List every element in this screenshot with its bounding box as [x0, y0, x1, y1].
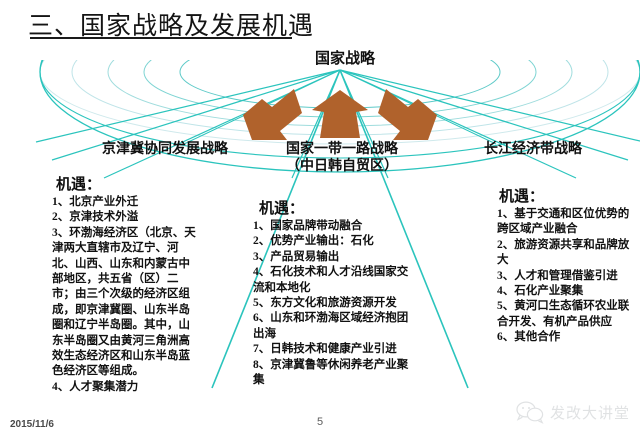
list-item: 5、东方文化和旅游资源开发 — [253, 297, 397, 310]
list-item: 3、环渤海经济区（北京、天津两大直辖市及辽宁、河北、山西、山东和内蒙古中部地区，… — [52, 226, 196, 378]
arrow-up-left — [243, 89, 302, 140]
branch-heading-changjiang: 长江经济带战略 — [443, 141, 623, 158]
branch-heading-yidaiyilu: 国家一带一路战略 （中日韩自贸区） — [252, 141, 432, 175]
column-jingjinji: 机遇： 1、北京产业外迁 2、京津技术外溢 3、环渤海经济区（北京、天津两大直辖… — [52, 176, 198, 395]
list-item: 1、国家品牌带动融合 — [253, 220, 363, 232]
arrow-up-center — [312, 90, 368, 138]
branch-heading-jingjinji: 京津冀协同发展战略 — [70, 141, 260, 158]
branch-title-changjiang: 长江经济带战略 — [484, 142, 582, 157]
list-item: 6、山东和环渤海区域经济抱团出海 — [253, 312, 409, 340]
watermark: 发改大讲堂 — [515, 400, 630, 424]
direction-arrows — [243, 89, 437, 140]
arrow-up-right — [378, 89, 437, 140]
column-heading-changjiang: 机遇： — [499, 189, 545, 205]
list-item: 3、产品贸易输出 — [253, 250, 340, 263]
slide-date: 2015/11/6 — [10, 419, 54, 430]
apex-label-national-strategy: 国家战略 — [314, 51, 375, 67]
list-item: 4、石化产业聚集 — [497, 285, 584, 298]
list-item: 2、旅游资源共享和品牌放大 — [497, 238, 630, 267]
list-item: 4、石化技术和人才沿线国家交流和本地化 — [253, 266, 409, 294]
list-item: 3、人才和管理借鉴引进 — [497, 269, 618, 282]
column-changjiang: 机遇： 1、基于交通和区位优势的跨区域产业融合 2、旅游资源共享和品牌放大 3、… — [497, 188, 639, 346]
list-item: 1、基于交通和区位优势的跨区域产业融合 — [497, 208, 630, 236]
opportunity-list-jingjinji: 1、北京产业外迁 2、京津技术外溢 3、环渤海经济区（北京、天津两大直辖市及辽宁… — [52, 195, 198, 395]
wechat-icon — [516, 401, 544, 424]
column-heading-jingjinji: 机遇： — [56, 177, 102, 193]
branch-subtitle-yidaiyilu: （中日韩自贸区） — [286, 159, 398, 175]
list-item: 8、京津冀鲁等休闲养老产业聚集 — [253, 358, 409, 387]
branch-title-jingjinji: 京津冀协同发展战略 — [102, 142, 228, 157]
list-item: 2、京津技术外溢 — [52, 211, 139, 224]
title-underline — [30, 37, 292, 39]
list-item: 5、黄河口生态循环农业联合开发、有机产品供应 — [497, 300, 630, 328]
list-item: 1、北京产业外迁 — [52, 196, 139, 208]
column-heading-yidaiyilu: 机遇： — [259, 201, 305, 217]
list-item: 2、优势产业输出：石化 — [253, 235, 374, 248]
page-number: 5 — [316, 416, 324, 428]
list-item: 7、日韩技术和健康产业引进 — [253, 343, 397, 356]
page-title: 三、国家战略及发展机遇 — [28, 13, 315, 40]
list-item: 6、其他合作 — [497, 331, 561, 344]
list-item: 4、人才聚集潜力 — [52, 380, 139, 393]
opportunity-list-yidaiyilu: 1、国家品牌带动融合 2、优势产业输出：石化 3、产品贸易输出 4、石化技术和人… — [253, 219, 413, 388]
opportunity-list-changjiang: 1、基于交通和区位优势的跨区域产业融合 2、旅游资源共享和品牌放大 3、人才和管… — [497, 207, 639, 346]
column-yidaiyilu: 机遇： 1、国家品牌带动融合 2、优势产业输出：石化 3、产品贸易输出 4、石化… — [253, 200, 413, 388]
branch-title-yidaiyilu: 国家一带一路战略 — [286, 142, 398, 157]
watermark-text: 发改大讲堂 — [549, 405, 630, 422]
